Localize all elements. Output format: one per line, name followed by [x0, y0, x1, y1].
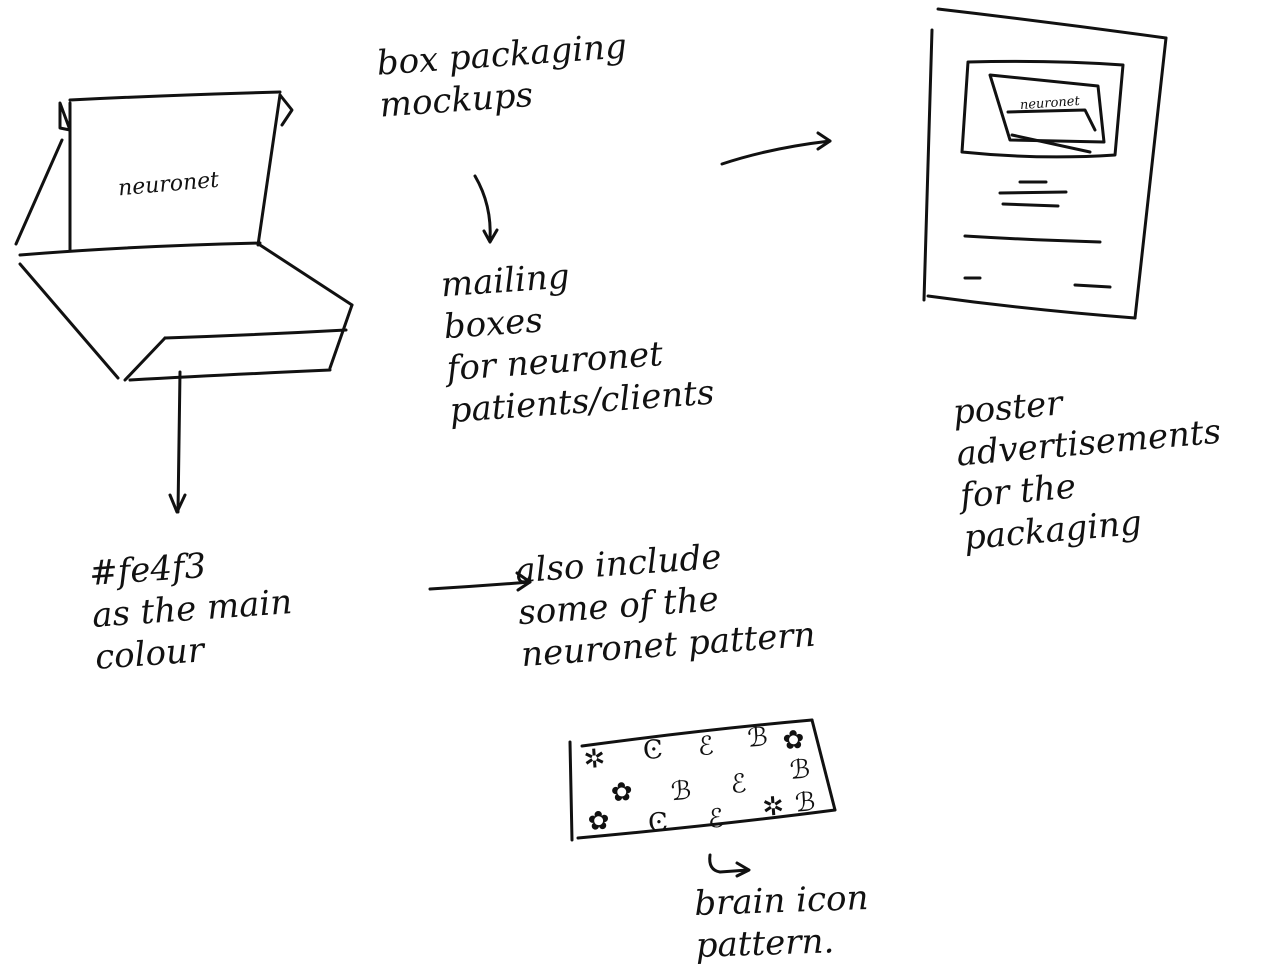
brain-icon: ℬ — [746, 722, 769, 754]
brain-icon: Ͼ — [642, 734, 664, 767]
brain-icon: ℬ — [669, 775, 693, 808]
colour-note: #fe4f3 as the main colour — [87, 545, 294, 678]
brain-icon: ℰ — [696, 731, 715, 763]
brain-icon: ✿ — [781, 724, 806, 757]
brain-icon: ℬ — [788, 754, 812, 786]
arrow-box-to-colour — [168, 370, 187, 514]
arrow-title-to-mailing — [473, 174, 499, 244]
brain-note: brain icon pattern. — [693, 877, 870, 967]
poster-note: poster advertisements for the packaging — [951, 383, 1223, 559]
brain-icon: ✲ — [761, 791, 786, 823]
brain-icon: ✿ — [609, 776, 634, 809]
arrow-colour-to-pattern — [428, 571, 532, 592]
pattern-swatch — [568, 718, 837, 842]
arrow-to-poster — [720, 131, 832, 166]
brain-icon: ℰ — [706, 803, 725, 835]
brain-icon: ℰ — [729, 768, 748, 801]
pattern-glyphs: ✲ Ͼ ℰ ℬ ✿ ℬ ℰ ℬ ✿ Ͼ ℰ ✲ ℬ ✿ — [582, 719, 823, 838]
box-sketch — [14, 90, 354, 382]
poster-sketch — [922, 7, 1168, 320]
brain-icon: ✿ — [586, 805, 611, 838]
brain-icon: Ͼ — [647, 807, 670, 839]
title-note: box packaging mockups — [375, 26, 629, 126]
brain-icon: ℬ — [794, 787, 817, 819]
brain-icon: ✲ — [582, 743, 607, 776]
mailing-note: mailing boxes for neuronet patients/clie… — [439, 256, 716, 432]
arrow-pattern-to-brain — [708, 853, 751, 878]
pattern-note: also include some of the neuronet patter… — [514, 537, 817, 676]
